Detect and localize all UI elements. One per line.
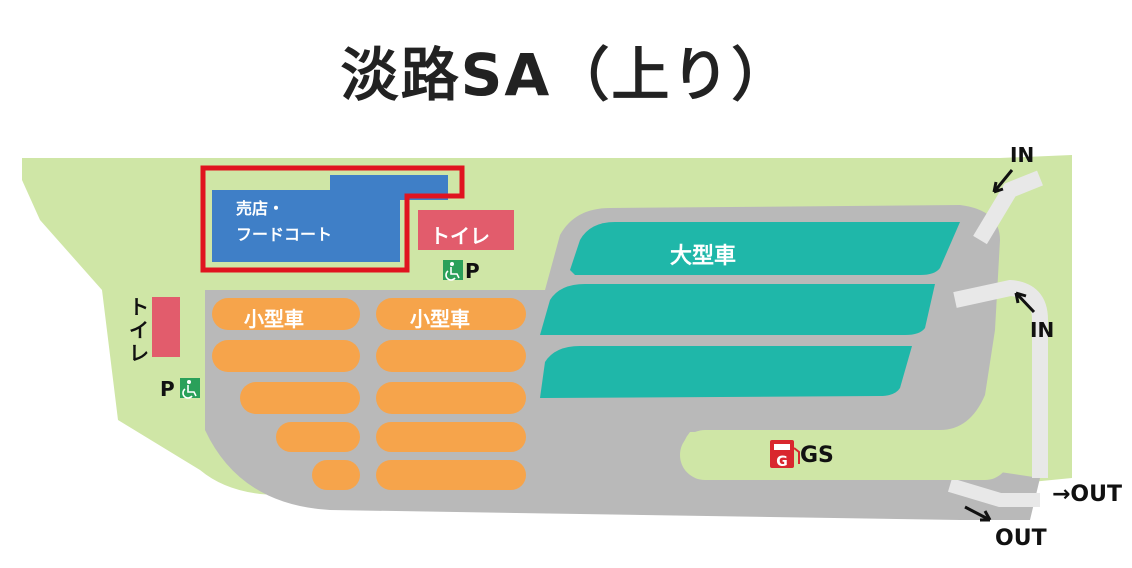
gas-station-island xyxy=(680,430,1010,480)
arrow-icon xyxy=(992,169,1014,194)
large-parking-row-2 xyxy=(540,284,935,335)
wheelchair-icon xyxy=(180,378,200,399)
exit-lane-lower xyxy=(947,478,1040,507)
highlight-frame xyxy=(200,165,465,273)
large-parking-row-3 xyxy=(540,346,912,398)
small-parking-c2-r5 xyxy=(376,460,526,490)
toilet-main-building xyxy=(418,210,514,250)
toilet-main-label: トイレ xyxy=(430,224,490,248)
toilet-side-label: トイレ xyxy=(129,295,149,365)
fuel-pump-icon: G xyxy=(770,440,800,470)
small-parking-c1-r3 xyxy=(240,382,360,414)
small-parking-c2-r4 xyxy=(376,422,526,452)
toilet-side-building xyxy=(152,297,180,357)
wheelchair-icon xyxy=(443,260,463,281)
small-parking-c2-r2 xyxy=(376,340,526,372)
entrance-lane xyxy=(973,170,1043,245)
arrow-icon xyxy=(964,505,992,522)
large-parking-row-1 xyxy=(570,222,960,275)
map-title: 淡路SA（上り） xyxy=(340,41,792,109)
store-label: 売店・ フードコート xyxy=(236,199,333,244)
small-parking-c1-r2 xyxy=(212,340,360,372)
small-parking-c1-r5 xyxy=(312,460,360,490)
exit-label-right: →OUT xyxy=(1052,482,1123,507)
small-parking-c2-r1 xyxy=(376,298,526,330)
small-parking-c1-r1 xyxy=(212,298,360,330)
small-parking-c2-r3 xyxy=(376,382,526,414)
arrow-icon xyxy=(1014,291,1036,314)
store-building xyxy=(212,175,448,262)
gas-station-label: GS xyxy=(800,443,834,468)
large-parking-label: 大型車 xyxy=(670,244,737,269)
exit-lane xyxy=(953,279,1048,478)
fuel-pump-letter: G xyxy=(776,454,788,470)
entrance-label-side: IN xyxy=(1030,318,1055,342)
exit-label-bottom: OUT xyxy=(995,526,1047,551)
accessible-parking-label-main: P xyxy=(465,259,480,283)
accessible-parking-label-side: P xyxy=(160,377,175,401)
small-parking-label-2: 小型車 xyxy=(410,307,470,331)
entrance-label-top: IN xyxy=(1010,143,1035,167)
small-parking-label-1: 小型車 xyxy=(244,307,304,331)
small-parking-c1-r4 xyxy=(276,422,360,452)
